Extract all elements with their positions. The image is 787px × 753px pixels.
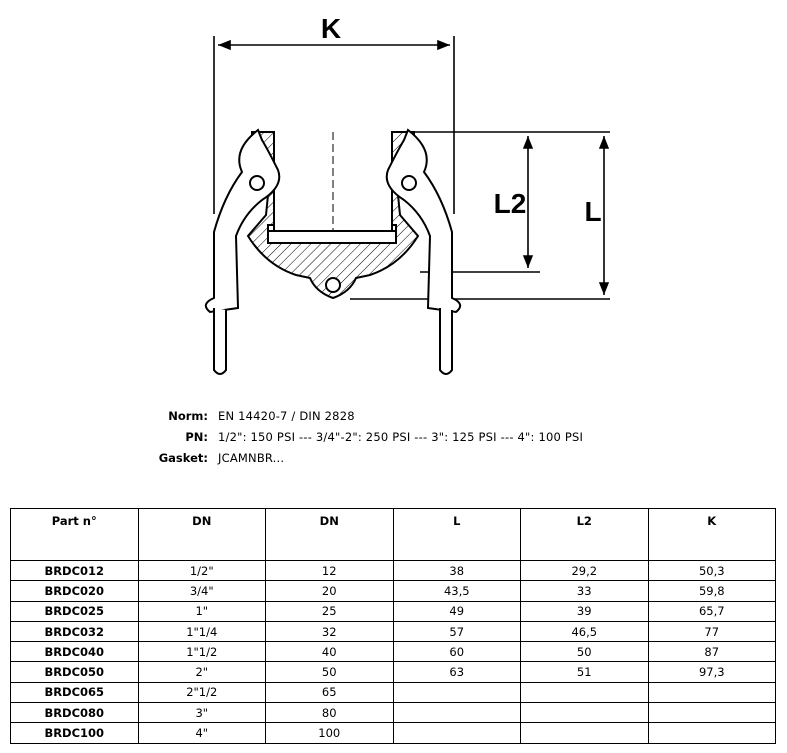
- dimension-l2: L2: [415, 131, 610, 273]
- spec-value: 1/2": 150 PSI --- 3/4"-2": 250 PSI --- 3…: [218, 430, 584, 444]
- dn-inch-cell: 1"1/4: [137, 620, 266, 643]
- dim-label-l: L: [584, 196, 601, 227]
- dimension-k: K: [213, 13, 455, 214]
- l-cell: 43,5: [392, 580, 521, 602]
- dn-mm-cell: 50: [265, 661, 394, 683]
- part-no-cell: BRDC032: [10, 620, 139, 643]
- header-dn-inch: DN: [137, 508, 266, 561]
- dn-mm-cell: 25: [265, 600, 394, 622]
- part-no-cell: BRDC100: [10, 722, 139, 744]
- spec-key: PN:: [185, 430, 208, 444]
- dn-mm-cell: 100: [265, 722, 394, 744]
- dn-mm-cell: 80: [265, 702, 394, 724]
- l2-cell: 39: [520, 600, 649, 622]
- part-no-cell: BRDC065: [10, 681, 139, 704]
- l2-cell: [520, 681, 649, 704]
- l-cell: 60: [392, 641, 521, 663]
- dn-mm-cell: 20: [265, 580, 394, 602]
- spec-key: Norm:: [168, 409, 208, 423]
- header-k: K: [647, 508, 776, 561]
- k-cell: [647, 681, 776, 704]
- l2-cell: 46,5: [520, 620, 649, 643]
- part-no-cell: BRDC020: [10, 580, 139, 602]
- k-cell: 50,3: [647, 559, 776, 582]
- k-cell: 97,3: [647, 661, 776, 683]
- l-cell: [392, 722, 521, 744]
- l2-cell: [520, 702, 649, 724]
- header-dn-mm: DN: [265, 508, 394, 561]
- dn-mm-cell: 12: [265, 559, 394, 582]
- dn-inch-cell: 3": [137, 702, 266, 724]
- specifications: Norm: EN 14420-7 / DIN 2828 PN: 1/2": 15…: [150, 406, 583, 469]
- l-cell: [392, 702, 521, 724]
- dn-inch-cell: 3/4": [137, 580, 266, 602]
- l-cell: [392, 681, 521, 704]
- dn-inch-cell: 2"1/2: [137, 681, 266, 704]
- dn-inch-cell: 2": [137, 661, 266, 683]
- dn-inch-cell: 1/2": [137, 559, 266, 582]
- dimension-l: L: [350, 136, 610, 300]
- k-cell: 65,7: [647, 600, 776, 622]
- spec-value: JCAMNBR...: [218, 451, 285, 465]
- dn-mm-cell: 65: [265, 681, 394, 704]
- part-no-cell: BRDC012: [10, 559, 139, 582]
- dn-inch-cell: 1"1/2: [137, 641, 266, 663]
- header-l2: L2: [520, 508, 649, 561]
- l-cell: 57: [392, 620, 521, 643]
- dim-label-l2: L2: [494, 188, 527, 219]
- part-no-cell: BRDC025: [10, 600, 139, 622]
- coupling-body: [204, 128, 462, 375]
- header-part-no: Part n°: [10, 508, 139, 561]
- dn-mm-cell: 32: [265, 620, 394, 643]
- k-cell: 59,8: [647, 580, 776, 602]
- l-cell: 63: [392, 661, 521, 683]
- spec-gasket: Gasket: JCAMNBR...: [150, 448, 583, 469]
- k-cell: 87: [647, 641, 776, 663]
- header-l: L: [392, 508, 521, 561]
- part-no-cell: BRDC050: [10, 661, 139, 683]
- l2-cell: 51: [520, 661, 649, 683]
- k-cell: 77: [647, 620, 776, 643]
- spec-norm: Norm: EN 14420-7 / DIN 2828: [150, 406, 583, 427]
- dn-inch-cell: 1": [137, 600, 266, 622]
- k-cell: [647, 722, 776, 744]
- l2-cell: 29,2: [520, 559, 649, 582]
- spec-key: Gasket:: [158, 451, 208, 465]
- spec-pn: PN: 1/2": 150 PSI --- 3/4"-2": 250 PSI -…: [150, 427, 583, 448]
- k-cell: [647, 702, 776, 724]
- dn-mm-cell: 40: [265, 641, 394, 663]
- l2-cell: 33: [520, 580, 649, 602]
- dn-inch-cell: 4": [137, 722, 266, 744]
- l2-cell: 50: [520, 641, 649, 663]
- spec-value: EN 14420-7 / DIN 2828: [218, 409, 355, 423]
- part-no-cell: BRDC080: [10, 702, 139, 724]
- l2-cell: [520, 722, 649, 744]
- l-cell: 38: [392, 559, 521, 582]
- l-cell: 49: [392, 600, 521, 622]
- table-header-row: Part n° DN DN L L2 K: [10, 508, 776, 561]
- coupling-technical-drawing: K L2 L: [204, 13, 610, 375]
- dim-label-k: K: [321, 13, 341, 44]
- part-no-cell: BRDC040: [10, 641, 139, 663]
